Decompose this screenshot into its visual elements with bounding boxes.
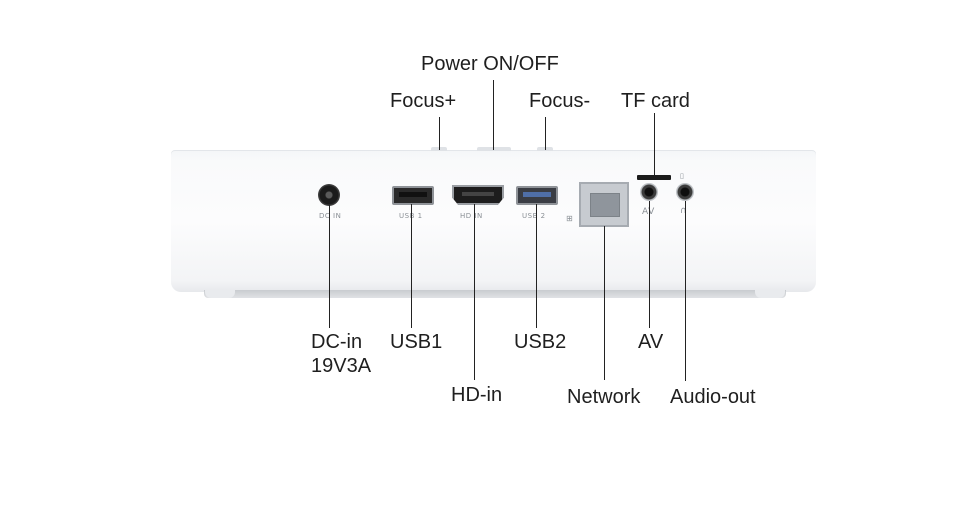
power-label: Power ON/OFF xyxy=(421,53,559,75)
usb1-port-label: USB 1 xyxy=(399,212,423,220)
dc-in-leader-line xyxy=(329,205,331,328)
dc-in-port xyxy=(318,184,340,206)
audio-out-label: Audio-out xyxy=(670,386,756,408)
av-label: AV xyxy=(638,331,664,353)
network-label: Network xyxy=(567,386,641,408)
device-foot-left xyxy=(205,290,235,298)
usb1-leader-line xyxy=(411,204,413,328)
usb1-label: USB1 xyxy=(390,331,443,353)
dc-in-label: DC-in 19V3A xyxy=(311,330,371,378)
tf-card-icon: ▯ xyxy=(680,172,684,180)
focus-minus-leader-line xyxy=(545,117,547,150)
device-rear-panel xyxy=(171,150,816,292)
headphone-icon: ∩ xyxy=(680,206,687,216)
network-leader-line xyxy=(604,226,606,380)
tf-card-label: TF card xyxy=(621,90,690,112)
focus-plus-leader-line xyxy=(439,117,441,150)
focus-plus-label: Focus+ xyxy=(390,90,457,112)
tf-card-slot xyxy=(637,175,671,180)
usb2-port-label: USB 2 xyxy=(522,212,546,220)
usb2-label: USB2 xyxy=(514,331,567,353)
network-port xyxy=(579,182,629,227)
audio-out-jack xyxy=(676,183,694,201)
hd-in-port-label: HD IN xyxy=(460,212,483,220)
device-foot-right xyxy=(755,290,785,298)
av-jack xyxy=(640,183,658,201)
av-jack-label: AV xyxy=(642,207,655,217)
usb2-leader-line xyxy=(536,204,538,328)
audio-out-leader-line xyxy=(685,201,687,381)
hd-in-label: HD-in xyxy=(451,384,503,406)
usb1-port xyxy=(392,186,434,205)
dc-in-label-line2: 19V3A xyxy=(311,355,372,377)
hd-in-leader-line xyxy=(474,204,476,380)
hd-in-port xyxy=(452,185,504,205)
focus-minus-label: Focus- xyxy=(529,90,591,112)
usb2-port xyxy=(516,186,558,205)
av-leader-line xyxy=(649,201,651,328)
tf-card-leader-line xyxy=(654,113,656,175)
dc-in-label-line1: DC-in xyxy=(311,331,363,353)
network-icon: ⊞ xyxy=(566,214,573,223)
device-base xyxy=(204,290,786,298)
power-leader-line xyxy=(493,80,495,150)
